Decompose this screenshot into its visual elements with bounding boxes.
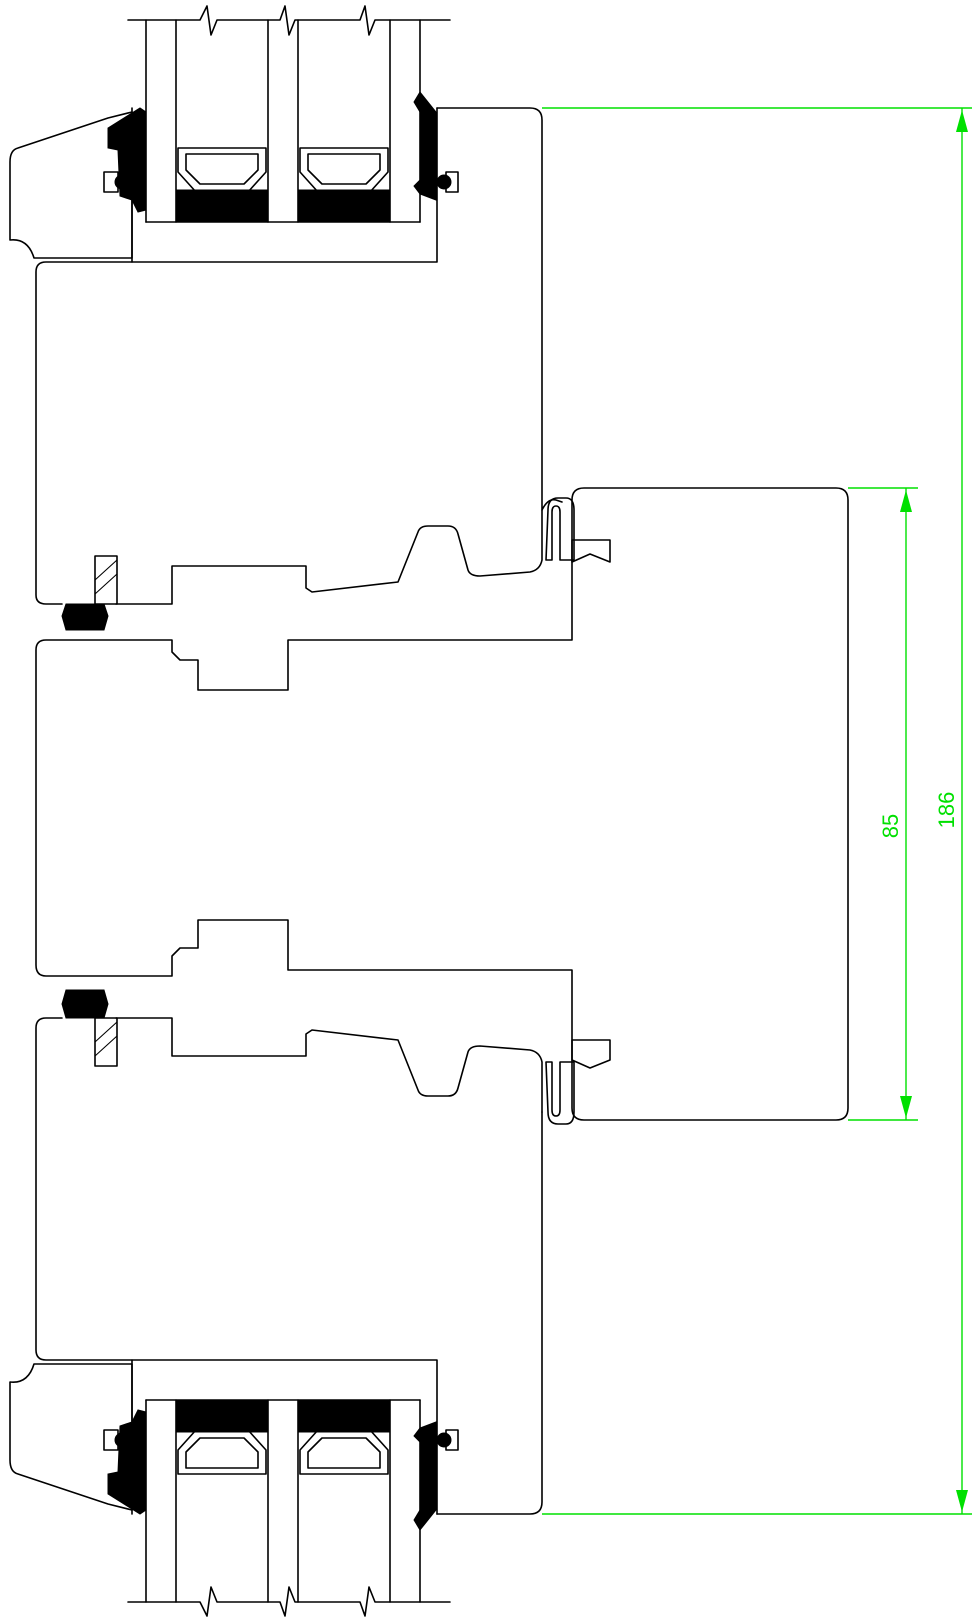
dimension-label-186: 186 — [934, 792, 959, 829]
dimension-arrow — [900, 490, 912, 512]
dimension-186: 186 — [542, 107, 972, 1515]
dimension-arrow — [956, 110, 968, 132]
dimension-label-85: 85 — [878, 814, 903, 838]
bottom-sash — [9, 989, 575, 1617]
dimension-arrow — [900, 1096, 912, 1118]
top-sash — [9, 5, 575, 631]
dimension-85: 85 — [848, 487, 918, 1121]
dimension-arrow — [956, 1490, 968, 1512]
meeting-rail — [35, 487, 849, 1121]
